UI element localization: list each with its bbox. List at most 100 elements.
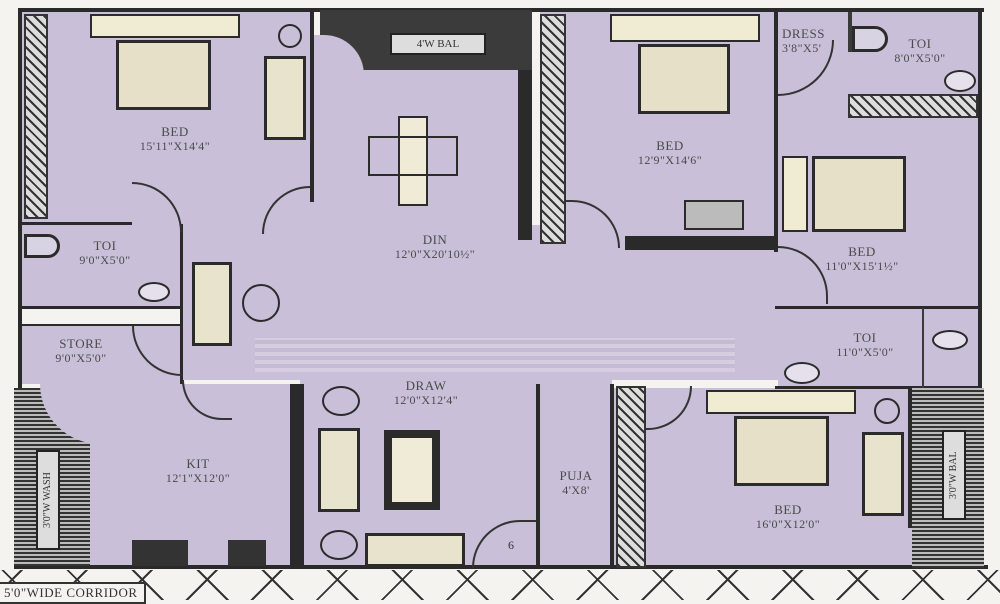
wall-bed1-bottom [22, 222, 132, 225]
kitchen-counter [132, 540, 188, 566]
room-name: BED [848, 244, 876, 259]
room-label-dress: DRESS 3'8"X5' [782, 26, 848, 56]
outer-wall-right [978, 8, 982, 388]
room-dimensions: 9'0"X5'0" [55, 351, 107, 365]
room-name: STORE [59, 336, 103, 351]
wall-toilet-right [180, 224, 183, 384]
wall-toilet-store [22, 306, 182, 309]
room-label-toilet-top-right: TOI 8'0"X5'0" [880, 36, 960, 66]
wall-kitchen-right [290, 384, 304, 566]
room-dimensions: 4'X8' [562, 483, 590, 497]
scan-artifact [255, 338, 735, 372]
room-dimensions: 11'0"X5'0" [836, 345, 894, 359]
wall-bed2-bottom [625, 236, 775, 250]
wash-label: 3'0"W WASH [36, 450, 60, 550]
room-name: BED [161, 124, 189, 139]
wall-puja-left [536, 384, 540, 566]
sofa-hall [192, 262, 232, 346]
nightstand [90, 14, 240, 38]
room-label-store: STORE 9'0"X5'0" [36, 336, 126, 366]
sofa-bed4 [862, 432, 904, 516]
outer-wall-left [18, 8, 22, 388]
sofa-draw-bottom [365, 533, 465, 567]
room-label-bed2: BED 12'9"X14'6" [610, 138, 730, 168]
wall-bed3-bottom [775, 306, 980, 309]
room-label-bed4: BED 16'0"X12'0" [738, 502, 838, 532]
wall-bal-right-left [908, 388, 914, 528]
plant-pot [322, 386, 360, 416]
room-dimensions: 12'0"X20'10½" [394, 247, 476, 261]
corridor-label: 5'0"WIDE CORRIDOR [0, 582, 146, 604]
wardrobe-bed2 [540, 14, 566, 244]
nightstand [610, 14, 760, 42]
room-label-toilet-right: TOI 11'0"X5'0" [820, 330, 910, 360]
room-dimensions: 9'0"X5'0" [79, 253, 131, 267]
wardrobe-bed1 [24, 14, 48, 219]
sofa-draw-left [318, 428, 360, 512]
room-dimensions: 8'0"X5'0" [894, 51, 946, 65]
balcony-top-label: 4'W BAL [390, 33, 486, 55]
room-name: TOI [853, 330, 877, 345]
room-name: PUJA [559, 468, 593, 483]
basin-icon [932, 330, 968, 350]
room-name: DRESS [782, 26, 825, 41]
room-name: DIN [422, 232, 448, 247]
dress-partition [848, 12, 852, 52]
room-dimensions: 12'1"X12'0" [165, 471, 231, 485]
wall-toilet-right-bottom [775, 386, 980, 389]
room-label-puja: PUJA 4'X8' [546, 468, 606, 498]
puja-room [540, 380, 612, 568]
sofa-bed1 [264, 56, 306, 140]
basin-icon [784, 362, 820, 384]
room-name: TOI [908, 36, 932, 51]
room-dimensions: 12'0"X12'4" [393, 393, 459, 407]
room-label-bed1: BED 15'11"X14'4" [120, 124, 230, 154]
bed-furniture-4 [734, 416, 829, 486]
study-desk [684, 200, 744, 230]
wardrobe-bed3 [848, 94, 978, 118]
kitchen-counter [228, 540, 266, 566]
room-label-toilet-left: TOI 9'0"X5'0" [60, 238, 150, 268]
corridor-hatch [0, 570, 1000, 600]
toilet-icon [852, 26, 888, 52]
bed-furniture-3 [812, 156, 906, 232]
dining-chairs [368, 136, 458, 176]
bed-furniture-1 [116, 40, 211, 110]
wall-bed2-left [518, 68, 532, 240]
room-label-kitchen: KIT 12'1"X12'0" [148, 456, 248, 486]
room-name: KIT [186, 456, 210, 471]
coffee-table [384, 430, 440, 510]
nightstand [706, 390, 856, 414]
wall-bed2-right [774, 12, 778, 252]
room-dimensions: 15'11"X14'4" [139, 139, 211, 153]
shower-partition [922, 308, 978, 388]
room-label-dining: DIN 12'0"X20'10½" [370, 232, 500, 262]
room-dimensions: 16'0"X12'0" [755, 517, 821, 531]
wardrobe-bed4 [616, 386, 646, 568]
step-marker: 6 [508, 538, 514, 552]
kitchen [90, 384, 290, 566]
toilet-icon [24, 234, 60, 258]
room-dimensions: 12'9"X14'6" [637, 153, 703, 167]
room-name: BED [656, 138, 684, 153]
room-name: BED [774, 502, 802, 517]
room-label-drawing: DRAW 12'0"X12'4" [376, 378, 476, 408]
room-label-bed3: BED 11'0"X15'1½" [812, 244, 912, 274]
plant-pot [278, 24, 302, 48]
plant-pot [320, 530, 358, 560]
room-name: DRAW [405, 378, 447, 393]
room-dimensions: 11'0"X15'1½" [825, 259, 899, 273]
wall-bed1-right [310, 12, 314, 202]
balcony-right-label: 3'0"W BAL [942, 430, 966, 520]
dining-table [398, 116, 428, 206]
room-dimensions: 3'8"X5' [782, 41, 822, 55]
basin-icon [944, 70, 976, 92]
wall-puja-right [610, 384, 614, 566]
nightstand [782, 156, 808, 232]
bed-furniture-2 [638, 44, 730, 114]
basin-icon [138, 282, 170, 302]
wall-store-top [22, 324, 182, 326]
plant-pot [242, 284, 280, 322]
plant-pot [874, 398, 900, 424]
